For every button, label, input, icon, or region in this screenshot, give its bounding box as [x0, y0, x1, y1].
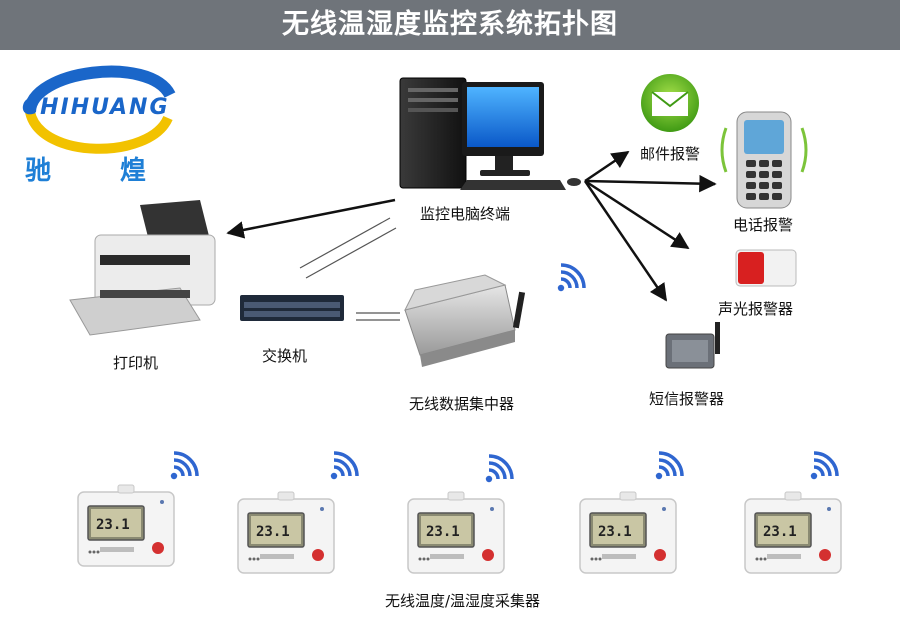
label-printer: 打印机 — [113, 354, 159, 372]
wifi-icon — [483, 454, 514, 484]
sensor-device-3 — [407, 491, 505, 574]
concentrator-illustration — [404, 274, 526, 367]
switch-illustration — [240, 295, 344, 321]
logo-cn-right: 煌 — [120, 156, 147, 186]
sensor-device-5 — [744, 491, 842, 574]
wifi-icon — [168, 451, 199, 481]
wifi-icon — [555, 263, 586, 293]
sensor-device-1 — [77, 484, 175, 567]
label-phone-alarm: 电话报警 — [733, 216, 794, 234]
connection-computer-phone — [584, 174, 717, 193]
wifi-icon — [328, 451, 359, 481]
page-title: 无线温湿度监控系统拓扑图 — [282, 9, 618, 40]
label-computer: 监控电脑终端 — [420, 205, 511, 223]
connection-computer-switch — [299, 217, 397, 279]
title-bar — [0, 0, 900, 50]
label-email-alarm: 邮件报警 — [640, 145, 701, 163]
computer-illustration — [399, 77, 581, 190]
label-switch: 交换机 — [262, 347, 308, 365]
phone-illustration — [720, 111, 808, 209]
email-illustration — [641, 74, 699, 132]
logo-latin-text: CHIHUANG — [22, 95, 170, 120]
label-concentrator: 无线数据集中器 — [409, 395, 515, 413]
wifi-icon — [808, 451, 839, 481]
connection-switch-concentrator — [356, 312, 400, 321]
connection-computer-sms — [583, 180, 668, 302]
logo — [24, 65, 176, 154]
label-siren-alarm: 声光报警器 — [718, 300, 794, 318]
sms-alarm-illustration — [665, 322, 720, 369]
label-collectors: 无线温度/温湿度采集器 — [385, 592, 541, 610]
siren-illustration — [735, 249, 797, 287]
logo-cn-left: 驰 — [25, 156, 52, 186]
sensor-device-4 — [579, 491, 677, 574]
connection-computer-siren — [584, 179, 690, 250]
connection-computer-email — [584, 150, 630, 183]
label-sms-alarm: 短信报警器 — [649, 390, 725, 408]
wifi-icon — [653, 451, 684, 481]
sensor-device-2 — [237, 491, 335, 574]
connection-computer-printer — [226, 198, 396, 239]
printer-illustration — [69, 200, 216, 336]
